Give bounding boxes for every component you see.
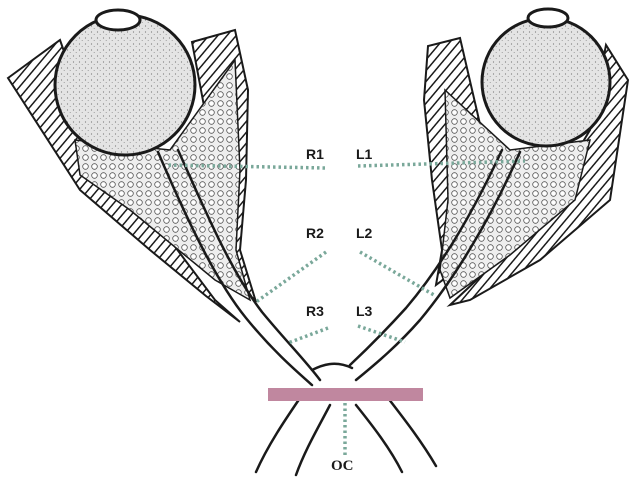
label-r1: R1 — [306, 147, 324, 161]
right-optic-tract-inner — [296, 405, 330, 475]
left-eyeball — [482, 9, 610, 146]
chiasm-notch — [312, 364, 352, 370]
chiasm-cut-bar — [268, 388, 423, 401]
label-oc: OC — [331, 459, 354, 474]
label-l1: L1 — [356, 147, 372, 161]
label-r2: R2 — [306, 226, 324, 240]
label-l2: L2 — [356, 226, 372, 240]
l2-pointer-line — [360, 252, 434, 295]
r2-pointer-line — [256, 252, 326, 302]
right-cornea — [96, 10, 140, 30]
label-l3: L3 — [356, 304, 372, 318]
left-optic-tract-outer — [388, 398, 436, 466]
right-eyeball — [55, 10, 195, 155]
right-optic-tract-outer — [256, 398, 300, 472]
left-cornea — [528, 9, 568, 27]
left-optic-tract-inner — [356, 405, 402, 472]
r3-pointer-line — [288, 328, 328, 343]
label-r3: R3 — [306, 304, 324, 318]
